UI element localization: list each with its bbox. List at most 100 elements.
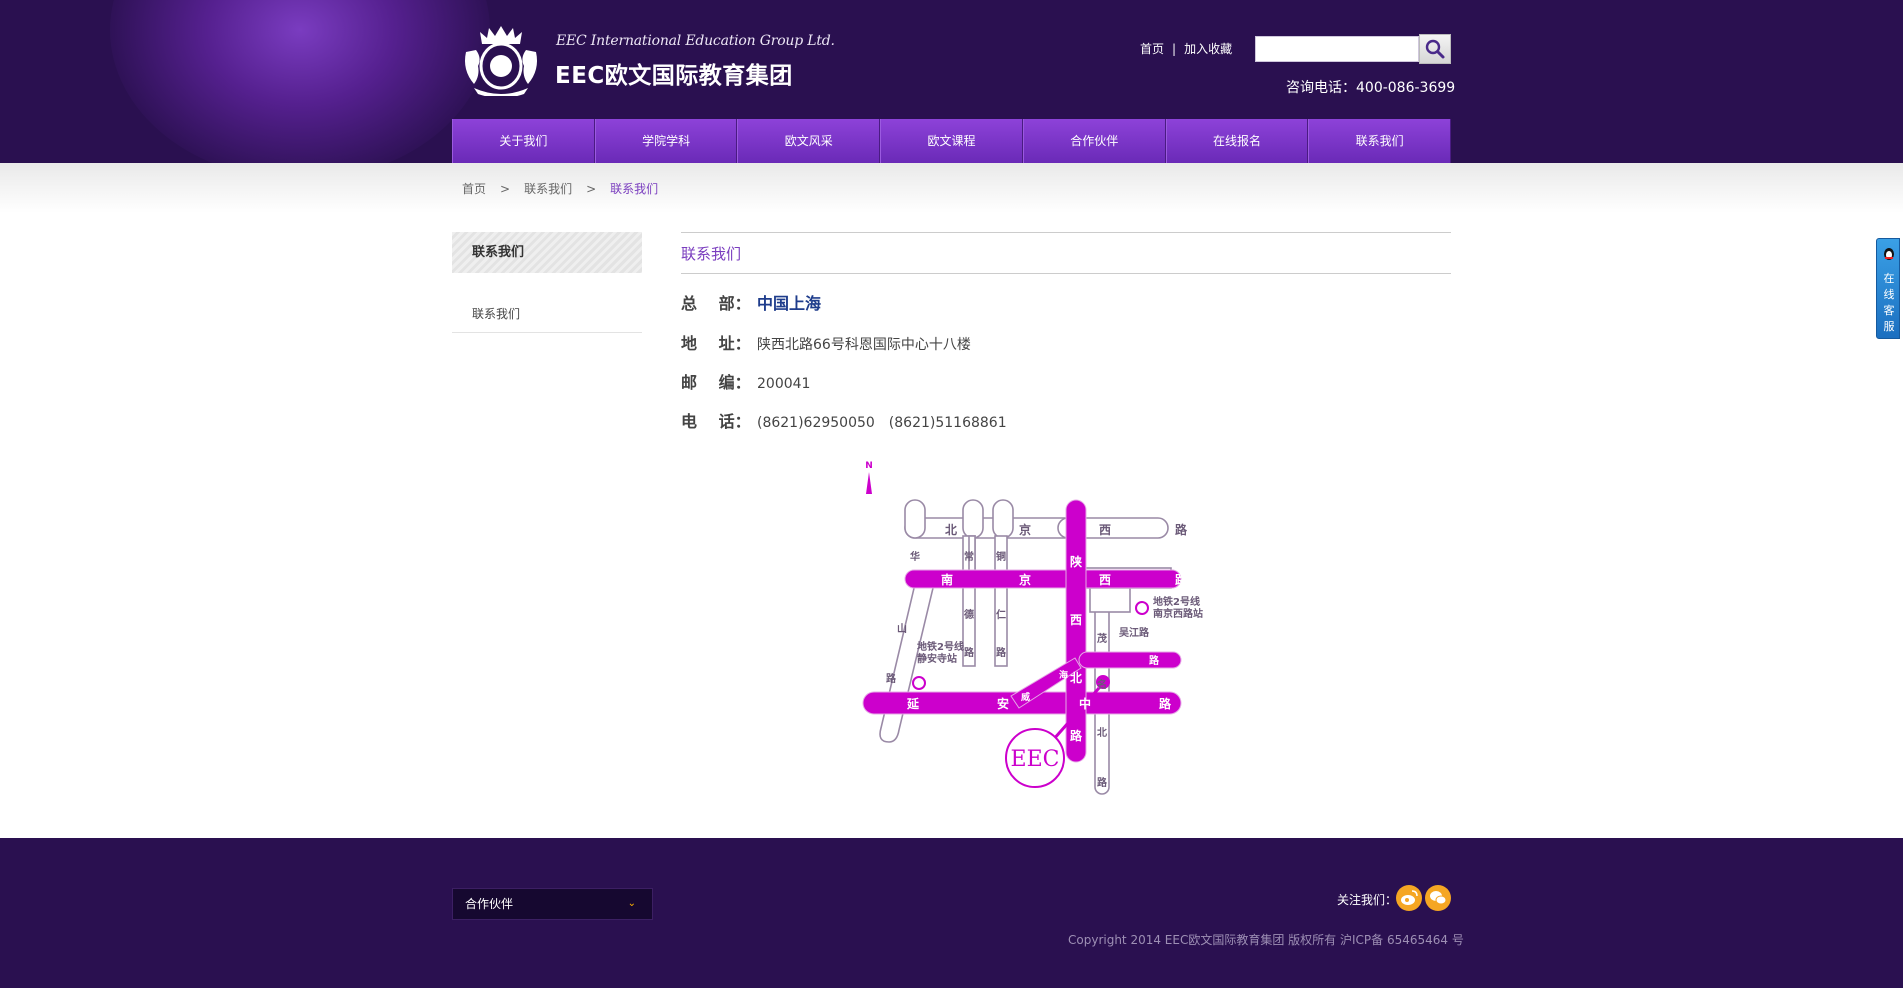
map-label: 德 bbox=[963, 608, 974, 621]
eec-label: EEC bbox=[1011, 747, 1060, 772]
wechat-icon[interactable] bbox=[1425, 885, 1451, 911]
map-label: 路 bbox=[996, 646, 1007, 659]
search-input[interactable] bbox=[1255, 36, 1419, 62]
map-label: 路 bbox=[964, 646, 975, 659]
nav-gallery[interactable]: 欧文风采 bbox=[737, 119, 881, 163]
nav-contact[interactable]: 联系我们 bbox=[1308, 119, 1452, 163]
site-footer bbox=[0, 838, 1903, 988]
map-label: 路 bbox=[1175, 522, 1188, 537]
brand-chinese-name: EEC欧文国际教育集团 bbox=[555, 63, 793, 89]
map-label: 华 bbox=[910, 550, 920, 563]
map-label: 南京西路站 bbox=[1153, 607, 1203, 620]
zip-label: 邮 编： bbox=[681, 373, 751, 392]
map-label: 山 bbox=[897, 622, 907, 635]
map-label: 静安寺站 bbox=[917, 652, 957, 665]
map-label: 常 bbox=[964, 550, 974, 563]
brand-english-name: EEC International Education Group Ltd. bbox=[556, 33, 835, 49]
metro-icon bbox=[912, 676, 926, 690]
chevron-down-icon: ⌄ bbox=[627, 898, 636, 909]
hq-label: 总 部： bbox=[681, 294, 751, 313]
online-service-tab[interactable]: 在线客服 bbox=[1876, 238, 1900, 339]
qq-penguin-icon bbox=[1884, 248, 1894, 260]
map-label: 吴江路 bbox=[1119, 626, 1150, 639]
map-label: 路 bbox=[886, 672, 897, 685]
map-label: 陕 bbox=[1070, 554, 1082, 569]
nav-partners[interactable]: 合作伙伴 bbox=[1022, 119, 1166, 163]
follow-label: 关注我们： bbox=[1337, 893, 1398, 907]
map-label: 北 bbox=[1097, 726, 1107, 739]
map-label: 路 bbox=[1070, 728, 1083, 743]
nav-courses[interactable]: 欧文课程 bbox=[880, 119, 1023, 163]
map-label: 路 bbox=[1175, 572, 1188, 587]
bookmark-link[interactable]: 加入收藏 bbox=[1184, 42, 1233, 56]
partner-select[interactable]: 合作伙伴 ⌄ bbox=[452, 888, 653, 920]
tel-value: (8621)62950050 (8621)51168861 bbox=[757, 415, 1007, 431]
hq-value: 中国上海 bbox=[757, 294, 822, 313]
copyright-text: Copyright 2014 EEC欧文国际教育集团 版权所有 沪ICP备 65… bbox=[1068, 933, 1464, 947]
map-label: 路 bbox=[1159, 696, 1172, 711]
partner-select-value: 合作伙伴 bbox=[465, 897, 514, 911]
breadcrumb-home[interactable]: 首页 bbox=[462, 182, 487, 196]
north-arrow-icon bbox=[866, 472, 872, 494]
breadcrumb-bar bbox=[0, 163, 1903, 213]
address-value: 陕西北路66号科恩国际中心十八楼 bbox=[757, 337, 971, 353]
link-separator: | bbox=[1172, 42, 1177, 56]
search-box bbox=[1255, 34, 1451, 64]
nav-faculties[interactable]: 学院学科 bbox=[594, 119, 738, 163]
breadcrumb-separator: > bbox=[586, 182, 597, 196]
main-nav: 关于我们 学院学科 欧文风采 欧文课程 合作伙伴 在线报名 联系我们 bbox=[452, 119, 1452, 163]
zip-row: 邮 编： 200041 bbox=[681, 369, 810, 393]
map-label: 西 bbox=[1099, 523, 1111, 537]
online-service-label: 在线客服 bbox=[1883, 272, 1895, 333]
page-title: 联系我们 bbox=[681, 232, 1451, 274]
crest-icon bbox=[465, 26, 537, 96]
map-label: 南 bbox=[941, 572, 953, 587]
map-label: 路 bbox=[1149, 654, 1160, 667]
search-button[interactable] bbox=[1419, 34, 1451, 64]
map-label: 名 bbox=[1097, 678, 1107, 691]
map-label: 铜 bbox=[996, 550, 1006, 563]
nav-apply[interactable]: 在线报名 bbox=[1165, 119, 1309, 163]
zip-value: 200041 bbox=[757, 376, 811, 392]
map-label: 中 bbox=[1079, 696, 1091, 711]
address-row: 地 址：陕西北路66号科恩国际中心十八楼 bbox=[681, 330, 971, 354]
map-label: 西 bbox=[1099, 573, 1111, 587]
map-label: 延 bbox=[906, 696, 920, 711]
map-label: 安 bbox=[997, 696, 1009, 711]
main-roads bbox=[862, 499, 1182, 763]
nav-about[interactable]: 关于我们 bbox=[452, 119, 595, 163]
map-label: 京 bbox=[1019, 522, 1031, 537]
map-label: 西 bbox=[1070, 613, 1082, 627]
map-label: 北 bbox=[945, 522, 957, 537]
map-label: 海 bbox=[1059, 669, 1068, 681]
map-label: 京 bbox=[1019, 572, 1031, 587]
map-label: 北 bbox=[1070, 670, 1082, 685]
map-north-label: N bbox=[865, 461, 873, 471]
weibo-icon[interactable] bbox=[1396, 885, 1422, 911]
hotline: 咨询电话：400-086-3699 bbox=[1286, 80, 1456, 96]
map-label: 仁 bbox=[996, 608, 1006, 621]
tel-label: 电 话： bbox=[681, 412, 751, 431]
sidebar: 联系我们 联系我们 bbox=[452, 232, 642, 333]
location-map: N EEC 北 京 西 路 南 京 西 bbox=[862, 461, 1203, 795]
header-glow bbox=[110, 0, 490, 163]
breadcrumb-level1[interactable]: 联系我们 bbox=[524, 182, 573, 196]
tel-row: 电 话： (8621)62950050 (8621)51168861 bbox=[681, 408, 1007, 432]
map-label: 路 bbox=[1097, 776, 1108, 789]
breadcrumb-current: 联系我们 bbox=[610, 182, 659, 196]
eec-marker: EEC bbox=[1005, 675, 1110, 788]
home-link[interactable]: 首页 bbox=[1140, 42, 1165, 56]
map-label: 茂 bbox=[1097, 632, 1107, 645]
metro-icon bbox=[1135, 601, 1149, 615]
map-label: 威 bbox=[1021, 691, 1030, 703]
sidebar-title: 联系我们 bbox=[452, 232, 642, 273]
map-label: 地铁2号线 bbox=[1153, 595, 1200, 608]
sidebar-item-contact[interactable]: 联系我们 bbox=[452, 303, 642, 333]
top-links: 首页 | 加入收藏 bbox=[1140, 40, 1232, 57]
breadcrumb-separator: > bbox=[500, 182, 511, 196]
main-content: 联系我们 总 部： 中国上海 地 址：陕西北路66号科恩国际中心十八楼 邮 编： 2… bbox=[681, 232, 1451, 431]
search-icon bbox=[1425, 39, 1445, 59]
hq-row: 总 部： 中国上海 bbox=[681, 290, 821, 314]
site-logo[interactable]: EEC International Education Group Ltd. E… bbox=[460, 22, 835, 96]
breadcrumb: 首页 > 联系我们 > 联系我们 bbox=[462, 180, 658, 197]
